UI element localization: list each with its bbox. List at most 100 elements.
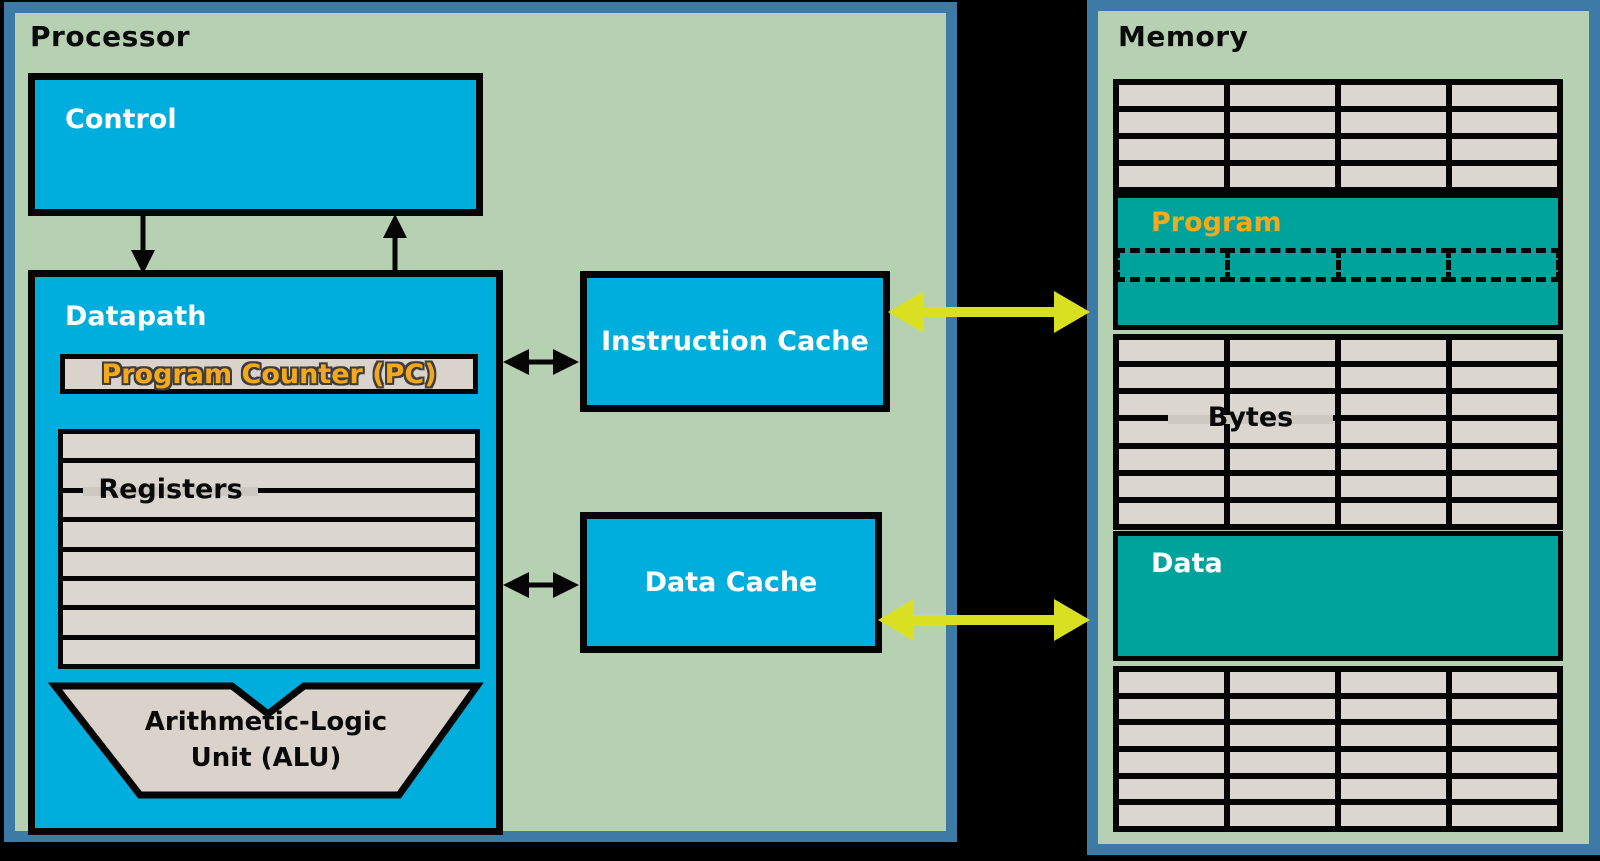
instruction-cache-label: Instruction Cache (601, 326, 869, 357)
memory-cell (1230, 698, 1335, 720)
register-row (63, 580, 475, 606)
memory-cell (1341, 112, 1446, 133)
instruction-slot (1445, 248, 1561, 282)
memory-cell (1452, 340, 1557, 362)
memory-cell (1230, 340, 1335, 362)
registers-block (58, 429, 480, 669)
memory-cell (1341, 448, 1446, 470)
memory-cell (1230, 475, 1335, 497)
memory-cell (1452, 85, 1557, 106)
program-instruction-slots (1115, 248, 1561, 282)
memory-cell (1230, 166, 1335, 187)
memory-cell (1119, 805, 1224, 826)
memory-cell (1119, 340, 1224, 362)
register-row (63, 492, 475, 518)
memory-cell (1341, 475, 1446, 497)
memory-cell (1230, 139, 1335, 160)
memory-cell (1341, 340, 1446, 362)
memory-cell (1341, 698, 1446, 720)
memory-cell (1341, 85, 1446, 106)
memory-cell (1119, 139, 1224, 160)
memory-top-grid (1113, 79, 1563, 193)
memory-cell (1230, 367, 1335, 389)
memory-cell (1230, 751, 1335, 773)
memory-cell (1119, 698, 1224, 720)
memory-cell (1119, 112, 1224, 133)
register-row (63, 551, 475, 576)
memory-cell (1230, 805, 1335, 826)
memory-cell (1452, 751, 1557, 773)
memory-cell (1452, 139, 1557, 160)
memory-cell (1452, 805, 1557, 826)
memory-cell (1119, 85, 1224, 106)
memory-cell (1452, 725, 1557, 746)
control-box: Control (28, 73, 483, 216)
memory-cell (1119, 502, 1224, 524)
memory-cell (1341, 672, 1446, 693)
alu-label: Arithmetic-Logic Unit (ALU) (48, 704, 484, 776)
memory-cell (1119, 448, 1224, 470)
processor-title: Processor (30, 20, 191, 53)
memory-cell (1230, 112, 1335, 133)
alu-label-line2: Unit (ALU) (190, 743, 342, 773)
datapath-label: Datapath (65, 301, 207, 332)
memory-cell (1230, 778, 1335, 800)
memory-title: Memory (1118, 20, 1249, 53)
memory-cell (1341, 751, 1446, 773)
register-row (63, 522, 475, 547)
memory-cell (1230, 394, 1335, 416)
memory-cell (1119, 778, 1224, 800)
alu-label-line1: Arithmetic-Logic (144, 707, 388, 737)
memory-cell (1119, 751, 1224, 773)
bus-arrow-icon (878, 595, 1090, 645)
memory-bottom-grid (1113, 666, 1563, 832)
bus-arrow-icon (888, 287, 1090, 337)
memory-cell (1341, 394, 1446, 416)
memory-cell (1341, 166, 1446, 187)
register-row (63, 639, 475, 664)
instruction-slot (1115, 248, 1231, 282)
up-arrow-icon (380, 214, 410, 272)
instruction-slot (1335, 248, 1451, 282)
memory-cell (1452, 698, 1557, 720)
memory-cell (1119, 421, 1224, 443)
memory-cell (1341, 725, 1446, 746)
double-arrow-icon (503, 567, 579, 603)
memory-cell (1119, 367, 1224, 389)
alu-shape (48, 682, 484, 800)
memory-cell (1230, 448, 1335, 470)
memory-cell (1119, 394, 1224, 416)
memory-cell (1119, 475, 1224, 497)
data-label: Data (1151, 548, 1223, 579)
memory-cell (1119, 725, 1224, 746)
memory-cell (1452, 672, 1557, 693)
data-cache-label: Data Cache (644, 567, 818, 598)
instruction-cache-box: Instruction Cache (580, 271, 890, 412)
memory-cell (1341, 502, 1446, 524)
instruction-slot (1225, 248, 1341, 282)
register-row (63, 434, 475, 459)
memory-cell (1341, 805, 1446, 826)
program-counter-bar: Program Counter (PC) (60, 354, 478, 394)
memory-cell (1230, 725, 1335, 746)
memory-cell (1119, 166, 1224, 187)
memory-cell (1341, 421, 1446, 443)
memory-cell (1452, 421, 1557, 443)
memory-cell (1452, 112, 1557, 133)
down-arrow-icon (128, 216, 158, 274)
memory-middle-grid (1113, 334, 1563, 530)
memory-cell (1119, 672, 1224, 693)
memory-cell (1452, 394, 1557, 416)
memory-cell (1230, 502, 1335, 524)
memory-cell (1452, 367, 1557, 389)
register-row (63, 610, 475, 635)
memory-cell (1452, 778, 1557, 800)
memory-cell (1452, 448, 1557, 470)
memory-cell (1230, 672, 1335, 693)
data-cache-box: Data Cache (580, 512, 882, 653)
program-counter-label: Program Counter (PC) (101, 358, 437, 390)
memory-cell (1341, 778, 1446, 800)
control-label: Control (65, 104, 177, 135)
memory-cell (1230, 85, 1335, 106)
